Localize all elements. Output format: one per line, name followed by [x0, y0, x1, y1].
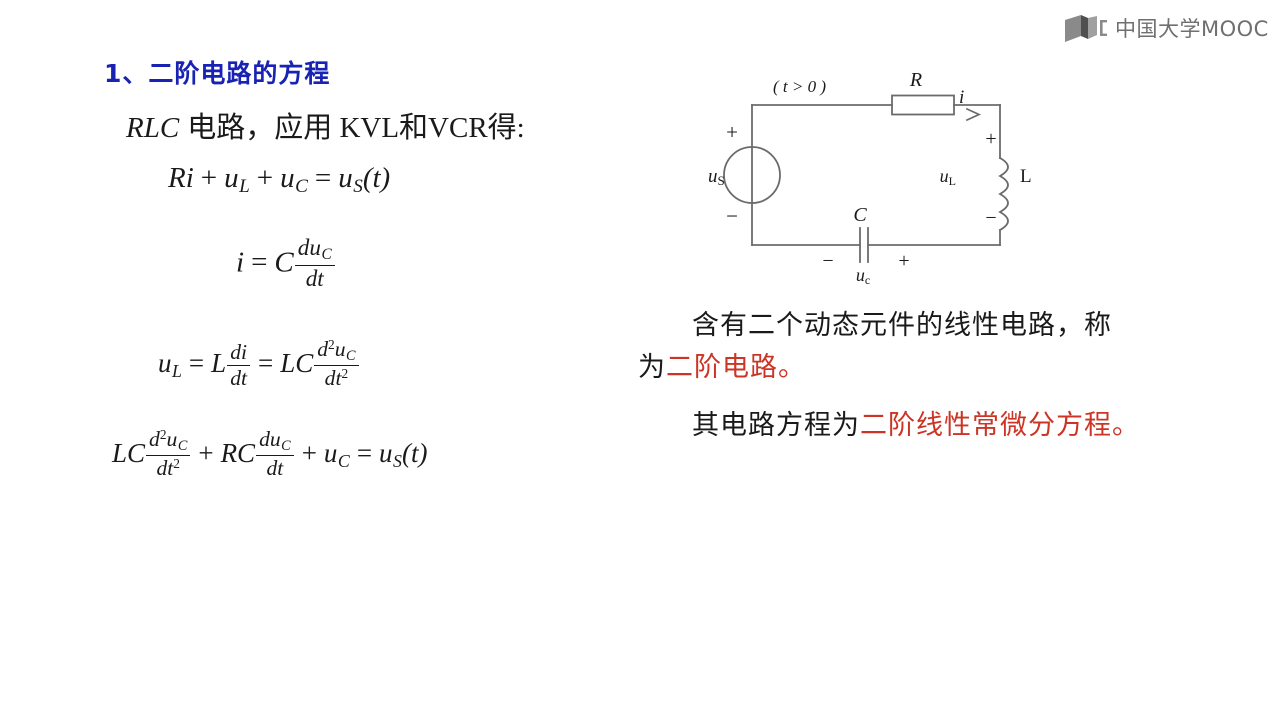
label-source-plus: + — [726, 120, 738, 144]
eq-kvl-paren: (t) — [362, 162, 391, 194]
label-inductor-minus: − — [985, 207, 996, 229]
mooc-book-mark-icon — [1064, 14, 1108, 44]
label-time-condition: ( t > 0 ) — [773, 77, 826, 96]
eq-cap-i: i — [236, 246, 245, 279]
label-inductor: L — [1020, 166, 1032, 187]
eq-ode-plus2: + — [301, 437, 317, 468]
label-capacitor: C — [853, 204, 867, 226]
label-inductor-voltage: uL — [940, 166, 956, 188]
label-capacitor-voltage: uc — [856, 265, 870, 287]
eq-ode-uC: u — [323, 437, 338, 468]
eq-kvl-uL: u — [224, 162, 239, 194]
label-resistor: R — [909, 69, 922, 91]
label-source-minus: − — [726, 204, 738, 228]
inductor-coil — [998, 156, 1009, 232]
resistor-body — [891, 94, 955, 116]
eq-kvl-uS: u — [338, 162, 353, 194]
para1-highlight: 二阶电路 — [666, 352, 778, 383]
eq-kvl-R: R — [168, 162, 186, 194]
para1-plain1: 含有二个动态元件的线性电路，称为 — [638, 310, 1112, 383]
eq-kvl-uC-sub: C — [295, 176, 308, 198]
label-capacitor-plus: + — [898, 250, 909, 272]
eq-kvl-equals: = — [314, 162, 332, 194]
eq-ode-RC: RC — [220, 437, 256, 468]
page-title: 1、二阶电路的方程 — [104, 59, 331, 88]
eq-kvl-i: i — [185, 162, 194, 194]
eq-ind-uL: u — [158, 347, 172, 378]
eq-ode-plus1: + — [198, 437, 214, 468]
eq-cap-equals: = — [251, 246, 268, 279]
para2-highlight: 二阶线性常微分方程 — [860, 410, 1112, 441]
eq-kvl-uL-sub: L — [239, 176, 250, 198]
lead-line-italic: RLC — [126, 112, 180, 144]
eq-kvl-uS-sub: S — [353, 176, 363, 198]
equation-kvl: Ri+uL+uC=uS(t) — [168, 162, 390, 198]
current-arrow-head — [965, 107, 982, 122]
lead-line-rest: 电路，应用 KVL和VCR得: — [187, 112, 525, 144]
eq-kvl-plus1: + — [200, 162, 218, 194]
para2-plain1: 其电路方程为 — [692, 410, 860, 441]
eq-ode-LC: LC — [112, 437, 146, 468]
eq-ind-LC: LC — [280, 347, 314, 378]
eq-kvl-plus2: + — [256, 162, 274, 194]
para1-plain2: 。 — [778, 352, 806, 383]
label-inductor-plus: + — [985, 128, 996, 150]
para2-plain2: 。 — [1112, 410, 1140, 441]
rlc-series-circuit-diagram: ( t > 0 ) R i L uL + − C uc − + uS + − — [660, 62, 1060, 297]
eq-ode-uS: u — [379, 437, 393, 468]
voltage-source-symbol — [723, 146, 781, 204]
paragraph-definition: 含有二个动态元件的线性电路，称为二阶电路。 — [638, 305, 1138, 389]
eq-ind-equals1: = — [188, 347, 205, 378]
eq-cap-den: dt — [294, 264, 335, 292]
eq-ode-paren: (t) — [401, 437, 428, 468]
mooc-logo-text: 中国大学MOOC — [1115, 16, 1269, 41]
eq-ind-equals2: = — [257, 347, 274, 378]
paragraph-equation-type: 其电路方程为二阶线性常微分方程。 — [638, 405, 1148, 447]
eq-ind-L: L — [211, 347, 227, 378]
eq-cap-num: duC — [297, 235, 332, 264]
label-capacitor-minus: − — [822, 250, 833, 272]
mooc-logo: 中国大学MOOC — [1064, 14, 1269, 44]
label-current: i — [959, 87, 964, 108]
eq-ode-equals: = — [356, 437, 373, 468]
eq-cap-C: C — [274, 246, 294, 279]
eq-ind-uL-sub: L — [172, 360, 182, 381]
eq-kvl-uC: u — [280, 162, 295, 194]
label-source-voltage: uS — [708, 166, 725, 188]
